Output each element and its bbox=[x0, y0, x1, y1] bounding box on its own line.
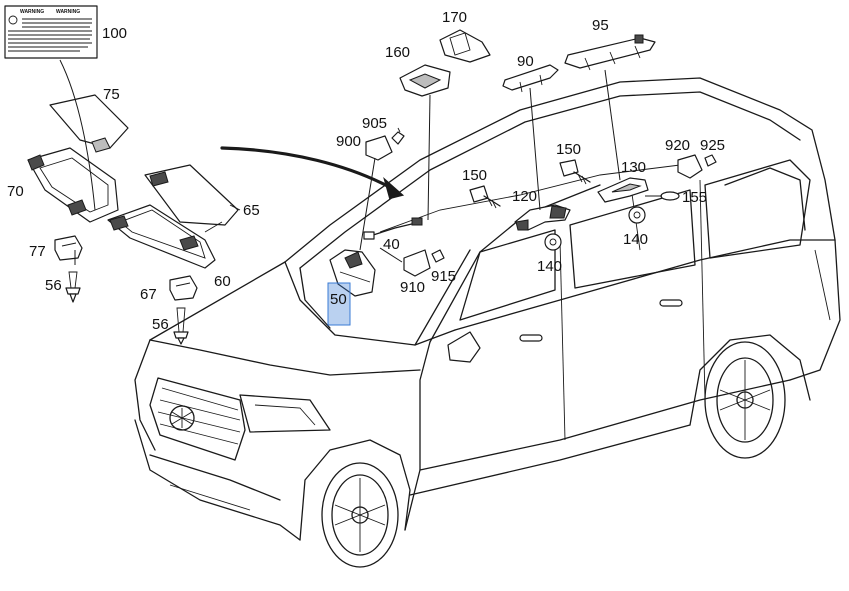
bracket-170-part bbox=[439, 29, 491, 63]
warning-label-part: WARNING WARNING bbox=[4, 5, 98, 59]
label-150a[interactable]: 150 bbox=[462, 167, 487, 184]
grab-handle-130-part bbox=[597, 177, 649, 203]
sun-visor-60-part bbox=[107, 204, 223, 269]
label-920[interactable]: 920 bbox=[665, 137, 690, 154]
warning-title-right: WARNING bbox=[56, 9, 80, 15]
side-mirror bbox=[447, 331, 481, 363]
label-67[interactable]: 67 bbox=[140, 286, 157, 303]
selected-part-highlight bbox=[327, 282, 351, 326]
label-90[interactable]: 90 bbox=[517, 53, 534, 70]
nut-140a-part bbox=[544, 233, 562, 251]
label-65[interactable]: 65 bbox=[243, 202, 260, 219]
rail-95-part bbox=[564, 34, 656, 71]
label-100[interactable]: 100 bbox=[102, 25, 127, 42]
label-130[interactable]: 130 bbox=[621, 159, 646, 176]
label-160[interactable]: 160 bbox=[385, 44, 410, 61]
bolt-150b-part bbox=[559, 159, 591, 185]
leader-lines bbox=[59, 59, 662, 265]
visor-clip-77-part bbox=[54, 235, 83, 261]
label-75[interactable]: 75 bbox=[103, 86, 120, 103]
label-40[interactable]: 40 bbox=[383, 236, 400, 253]
visor-clip-67-part bbox=[169, 275, 198, 301]
sun-visor-left-part bbox=[27, 147, 119, 223]
label-905[interactable]: 905 bbox=[362, 115, 387, 132]
label-140b[interactable]: 140 bbox=[623, 231, 648, 248]
vehicle-outline bbox=[134, 77, 841, 568]
screw-56a-part bbox=[65, 271, 81, 303]
label-50[interactable]: 50 bbox=[330, 291, 347, 308]
lamp-900-part bbox=[365, 127, 405, 161]
sun-visor-65-part bbox=[144, 164, 241, 226]
screw-56b-part bbox=[173, 307, 189, 345]
label-910[interactable]: 910 bbox=[400, 279, 425, 296]
lamp-910-part bbox=[403, 249, 445, 277]
label-150b[interactable]: 150 bbox=[556, 141, 581, 158]
grab-handle-120-part bbox=[514, 204, 571, 231]
label-56b[interactable]: 56 bbox=[152, 316, 169, 333]
label-56a[interactable]: 56 bbox=[45, 277, 62, 294]
front-door-handle bbox=[519, 334, 543, 342]
label-140a[interactable]: 140 bbox=[537, 258, 562, 275]
label-95[interactable]: 95 bbox=[592, 17, 609, 34]
label-120[interactable]: 120 bbox=[512, 188, 537, 205]
label-60[interactable]: 60 bbox=[214, 273, 231, 290]
label-77[interactable]: 77 bbox=[29, 243, 46, 260]
rear-door-handle bbox=[659, 299, 683, 307]
part-labels: 100 75 70 65 60 77 56 67 56 170 160 95 9… bbox=[7, 9, 725, 333]
label-900[interactable]: 900 bbox=[336, 133, 361, 150]
bolt-150a-part bbox=[469, 185, 501, 209]
overhead-console-50-part bbox=[329, 249, 376, 297]
direction-arrow bbox=[220, 146, 405, 200]
rail-90-part bbox=[502, 64, 559, 93]
cable-40-part bbox=[363, 217, 423, 240]
console-160-part bbox=[399, 64, 451, 97]
lamp-920-part bbox=[677, 154, 717, 179]
vanity-mirror-part bbox=[49, 94, 129, 153]
warning-title-left: WARNING bbox=[20, 9, 44, 15]
bulb-155-part bbox=[660, 191, 680, 201]
label-925[interactable]: 925 bbox=[700, 137, 725, 154]
nut-140b-part bbox=[628, 206, 646, 224]
label-70[interactable]: 70 bbox=[7, 183, 24, 200]
label-155[interactable]: 155 bbox=[682, 189, 707, 206]
label-170[interactable]: 170 bbox=[442, 9, 467, 26]
label-915[interactable]: 915 bbox=[431, 268, 456, 285]
